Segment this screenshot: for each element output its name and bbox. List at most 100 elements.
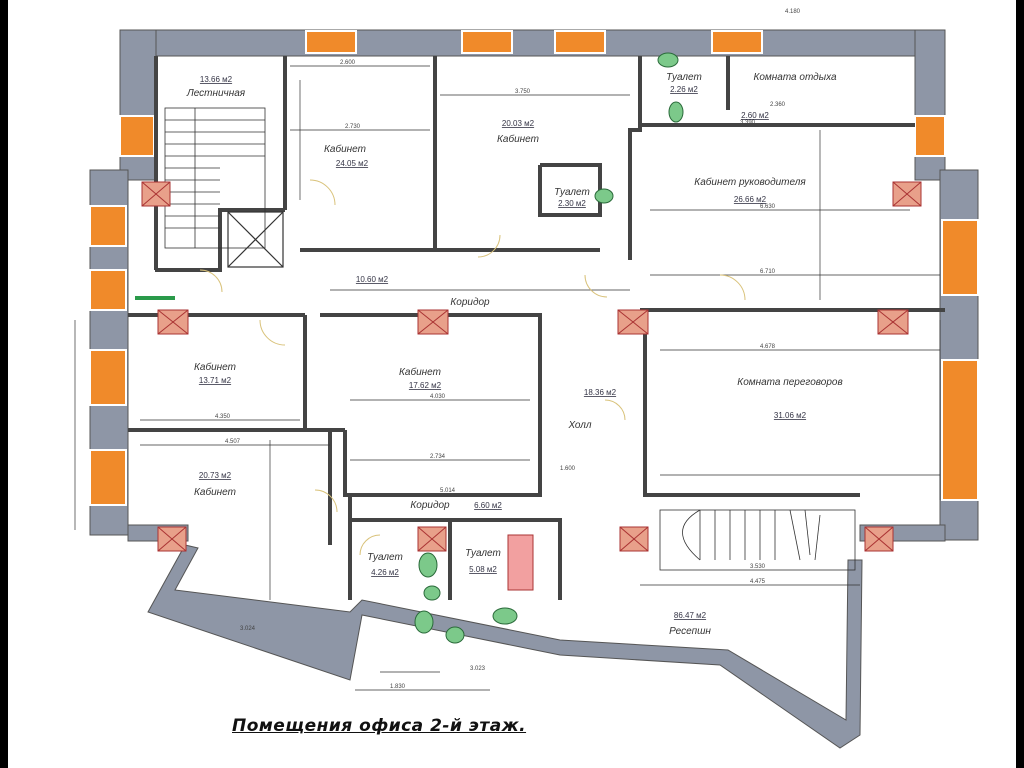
column-icon (141, 181, 171, 207)
room-wc-4: Туалет 5.08 м2 (465, 548, 501, 574)
svg-text:26.66 м2: 26.66 м2 (734, 195, 767, 204)
right-border (1016, 0, 1024, 768)
svg-text:3.024: 3.024 (240, 626, 256, 632)
svg-text:Кабинет: Кабинет (497, 133, 539, 145)
svg-text:24.05 м2: 24.05 м2 (336, 159, 369, 168)
svg-text:13.66 м2: 13.66 м2 (200, 75, 233, 84)
room-office-2: 20.03 м2 Кабинет (497, 119, 539, 145)
interior-walls (128, 56, 945, 600)
toilet-icon (414, 610, 434, 634)
svg-text:Холл: Холл (567, 420, 591, 431)
toilet-icon (668, 101, 684, 123)
elevator-shaft (227, 211, 284, 268)
svg-text:31.06 м2: 31.06 м2 (774, 411, 807, 420)
room-corridor-1: Коридор 10.60 м2 (356, 275, 490, 308)
svg-text:5.014: 5.014 (440, 488, 456, 494)
column-icon (157, 526, 187, 552)
room-hall: 18.36 м2 Холл (567, 388, 616, 431)
toilet-icon (657, 52, 679, 68)
dimension-lines (74, 65, 941, 691)
staircase-left (164, 107, 266, 249)
svg-text:2.60 м2: 2.60 м2 (741, 111, 769, 120)
room-labels: 13.66 м2 Лестничная Кабинет 24.05 м2 20.03… (186, 72, 843, 637)
svg-text:Лестничная: Лестничная (186, 88, 246, 99)
svg-text:3.390: 3.390 (740, 120, 756, 126)
room-corridor-2: Коридор 6.60 м2 (410, 500, 502, 511)
column-icon (619, 526, 649, 552)
svg-text:4.475: 4.475 (750, 579, 766, 585)
left-border (0, 0, 8, 768)
svg-text:2.734: 2.734 (430, 454, 446, 460)
svg-text:Коридор: Коридор (410, 500, 450, 511)
svg-text:1.600: 1.600 (560, 466, 576, 472)
room-reception: 86.47 м2 Ресепшн (669, 611, 711, 637)
svg-text:Кабинет руководителя: Кабинет руководителя (694, 176, 806, 188)
svg-text:Туалет: Туалет (367, 552, 403, 563)
column-icon (617, 309, 649, 335)
room-wc-1: Туалет 2.26 м2 (666, 72, 702, 94)
svg-text:Ресепшн: Ресепшн (669, 626, 711, 637)
svg-text:4.507: 4.507 (225, 439, 241, 445)
svg-text:10.60 м2: 10.60 м2 (356, 275, 389, 284)
svg-text:Комната переговоров: Комната переговоров (737, 377, 842, 388)
svg-text:4.678: 4.678 (760, 344, 776, 350)
svg-text:2.26 м2: 2.26 м2 (670, 85, 698, 94)
toilet-icon (418, 552, 438, 578)
toilet-icon (445, 626, 465, 644)
staircase-right (659, 509, 856, 571)
svg-text:Кабинет: Кабинет (399, 366, 441, 378)
svg-text:Кабинет: Кабинет (324, 143, 366, 155)
svg-text:Туалет: Туалет (465, 548, 501, 559)
column-icon (417, 309, 449, 335)
svg-text:3.023: 3.023 (470, 666, 486, 672)
svg-text:6.710: 6.710 (760, 269, 776, 275)
svg-text:4.26 м2: 4.26 м2 (371, 568, 399, 577)
room-office-3: Кабинет 13.71 м2 (194, 361, 236, 385)
svg-text:4.350: 4.350 (215, 414, 231, 420)
svg-text:1.830: 1.830 (390, 684, 406, 690)
bathtub-icon (507, 534, 534, 591)
svg-text:2.730: 2.730 (345, 124, 361, 130)
room-meeting: Комната переговоров 31.06 м2 (737, 377, 842, 420)
columns (141, 181, 922, 552)
column-icon (877, 309, 909, 335)
svg-text:6.60 м2: 6.60 м2 (474, 501, 502, 510)
svg-text:Кабинет: Кабинет (194, 361, 236, 373)
svg-text:4.030: 4.030 (430, 394, 446, 400)
column-icon (157, 309, 189, 335)
svg-text:2.600: 2.600 (340, 60, 356, 66)
svg-text:3.530: 3.530 (750, 564, 766, 570)
svg-text:18.36 м2: 18.36 м2 (584, 388, 617, 397)
door-swings (199, 179, 746, 556)
windows (89, 30, 979, 506)
svg-text:Комната отдыха: Комната отдыха (753, 72, 836, 83)
svg-text:3.750: 3.750 (515, 89, 531, 95)
column-icon (417, 526, 447, 552)
svg-text:Туалет: Туалет (554, 187, 590, 198)
room-director: Кабинет руководителя 26.66 м2 (694, 176, 806, 204)
column-icon (864, 526, 894, 552)
svg-text:17.62 м2: 17.62 м2 (409, 381, 442, 390)
svg-text:86.47 м2: 86.47 м2 (674, 611, 707, 620)
room-office-4: Кабинет 17.62 м2 (399, 366, 442, 390)
room-office-1: Кабинет 24.05 м2 (324, 143, 369, 168)
room-office-5: 20.73 м2 Кабинет (194, 471, 236, 498)
svg-text:Коридор: Коридор (450, 297, 490, 308)
sink-icon (492, 607, 518, 625)
dimension-labels: 2.600 2.730 3.750 4.180 2.360 3.390 6.63… (215, 9, 801, 690)
toilet-icon (594, 188, 614, 204)
svg-text:5.08 м2: 5.08 м2 (469, 565, 497, 574)
svg-text:Туалет: Туалет (666, 72, 702, 83)
svg-text:Кабинет: Кабинет (194, 486, 236, 498)
room-stairwell: 13.66 м2 Лестничная (186, 75, 246, 99)
sanitary-fixtures (414, 52, 684, 644)
svg-text:2.360: 2.360 (770, 102, 786, 108)
svg-text:20.73 м2: 20.73 м2 (199, 471, 232, 480)
svg-text:20.03 м2: 20.03 м2 (502, 119, 535, 128)
svg-text:13.71 м2: 13.71 м2 (199, 376, 232, 385)
column-icon (892, 181, 922, 207)
plan-title: Помещения офиса 2-й этаж. (232, 716, 527, 736)
svg-text:4.180: 4.180 (785, 9, 801, 15)
